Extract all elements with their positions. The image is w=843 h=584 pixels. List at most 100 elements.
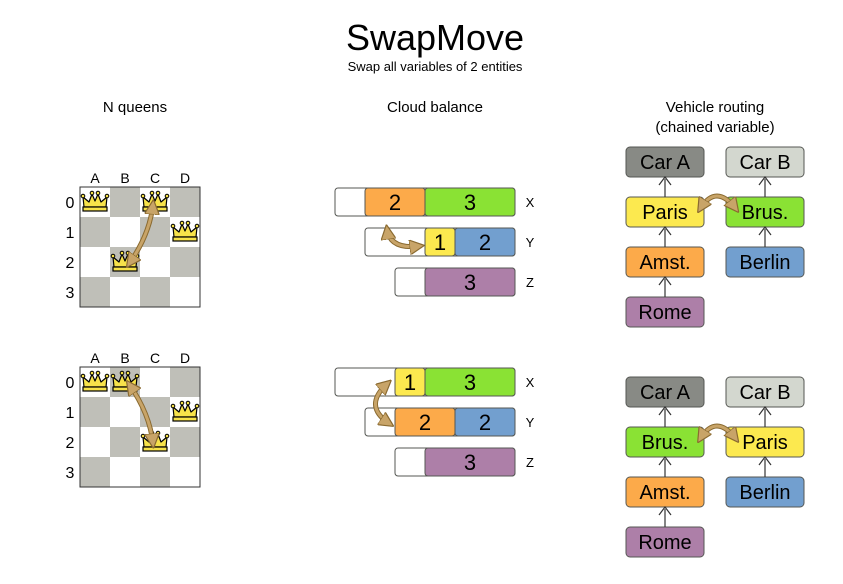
row-label: 3 [66,285,75,302]
chain-arrow-head [758,456,772,466]
column-label: B [120,170,129,186]
board-cell [140,457,170,487]
queen-crown-icon [170,220,200,242]
chain-arrow-head [658,176,672,186]
route-node-label: Berlin [739,482,790,504]
route-node-label: Rome [638,532,691,554]
queen-crown-base [142,446,168,452]
column-title-nqueens: N queens [103,99,167,116]
process-block [424,187,516,217]
board-cell [140,247,170,277]
queen-crown-jewel [149,190,155,196]
process-block [424,267,516,297]
queen-crown-base [172,236,198,242]
column-label: C [150,170,160,186]
queen-crown-jewel [185,400,191,406]
queen-crown-jewel [80,193,86,199]
queen-crown-jewel [179,400,185,406]
chain-arrow-head [658,456,672,466]
chain-arrow-head [658,506,672,516]
process-label: 1 [434,230,446,255]
route-node-label: Amst. [639,482,690,504]
computer-label: Y [526,415,535,430]
board-cell [170,247,200,277]
queen-crown-base [172,416,198,422]
board-cell [80,457,110,487]
swap-arrow [700,194,736,209]
board-cell [80,427,110,457]
process-label: 3 [464,450,476,475]
nqueens-board-before: A B C D 0 1 2 3 [66,170,201,308]
process-label: 3 [464,190,476,215]
computer-label: Y [526,235,535,250]
process-label: 2 [479,230,491,255]
queen-crown-base [82,206,108,212]
process-label: 2 [479,410,491,435]
queen-crown-jewel [140,433,146,439]
route-node-label: Car A [640,152,691,174]
column-label: B [120,350,129,366]
board-cell [80,247,110,277]
row-label: 2 [66,255,75,272]
route-node-label: Paris [642,202,688,224]
computer-label: Z [526,455,534,470]
column-title-cloud: Cloud balance [387,99,483,116]
route-node-label: Brus. [742,202,789,224]
process-block [424,367,516,397]
chain-arrow-head [758,226,772,236]
board-cell [80,277,110,307]
queen-crown-jewel [194,223,200,229]
board-cell [140,367,170,397]
board-cell [170,367,200,397]
route-node-label: Berlin [739,252,790,274]
chain-arrow-head [658,406,672,416]
computer-label: X [526,375,535,390]
board-cell [170,457,200,487]
computer-label: X [526,195,535,210]
queen-crown-jewel [164,433,170,439]
column-label: D [180,170,190,186]
chain-arrow-head [758,176,772,186]
board-cell [170,277,200,307]
queen-crown-jewel [155,190,161,196]
board-cell [170,427,200,457]
route-node-label: Car B [739,382,790,404]
chain-arrow-head [658,276,672,286]
process-label: 2 [389,190,401,215]
row-label: 0 [66,195,75,212]
queen-crown-jewel [185,220,191,226]
swap-arrow [129,204,153,264]
chain-arrow-head [758,406,772,416]
row-label: 1 [66,225,75,242]
chain-arrow-head [658,226,672,236]
route-node-label: Car A [640,382,691,404]
queen-crown-jewel [110,373,116,379]
queen-crown-jewel [140,193,146,199]
column-label: A [90,170,100,186]
row-label: 3 [66,465,75,482]
board-cell [170,187,200,217]
route-node-label: Car B [739,152,790,174]
queen-crown-shape [172,403,198,418]
queen-crown-jewel [119,370,125,376]
queen-crown-jewel [104,373,110,379]
queen-crown-jewel [89,190,95,196]
board-border [79,366,201,488]
queen-crown-jewel [80,373,86,379]
board-cell [110,277,140,307]
swap-arrow [700,424,736,439]
queen-crown-base [112,266,138,272]
row-label: 1 [66,405,75,422]
queen-crown-jewel [104,193,110,199]
queen-crown-jewel [179,220,185,226]
process-label: 3 [464,270,476,295]
queen-crown-jewel [119,250,125,256]
queen-crown-jewel [89,370,95,376]
board-cell [110,457,140,487]
board-border [79,186,201,308]
